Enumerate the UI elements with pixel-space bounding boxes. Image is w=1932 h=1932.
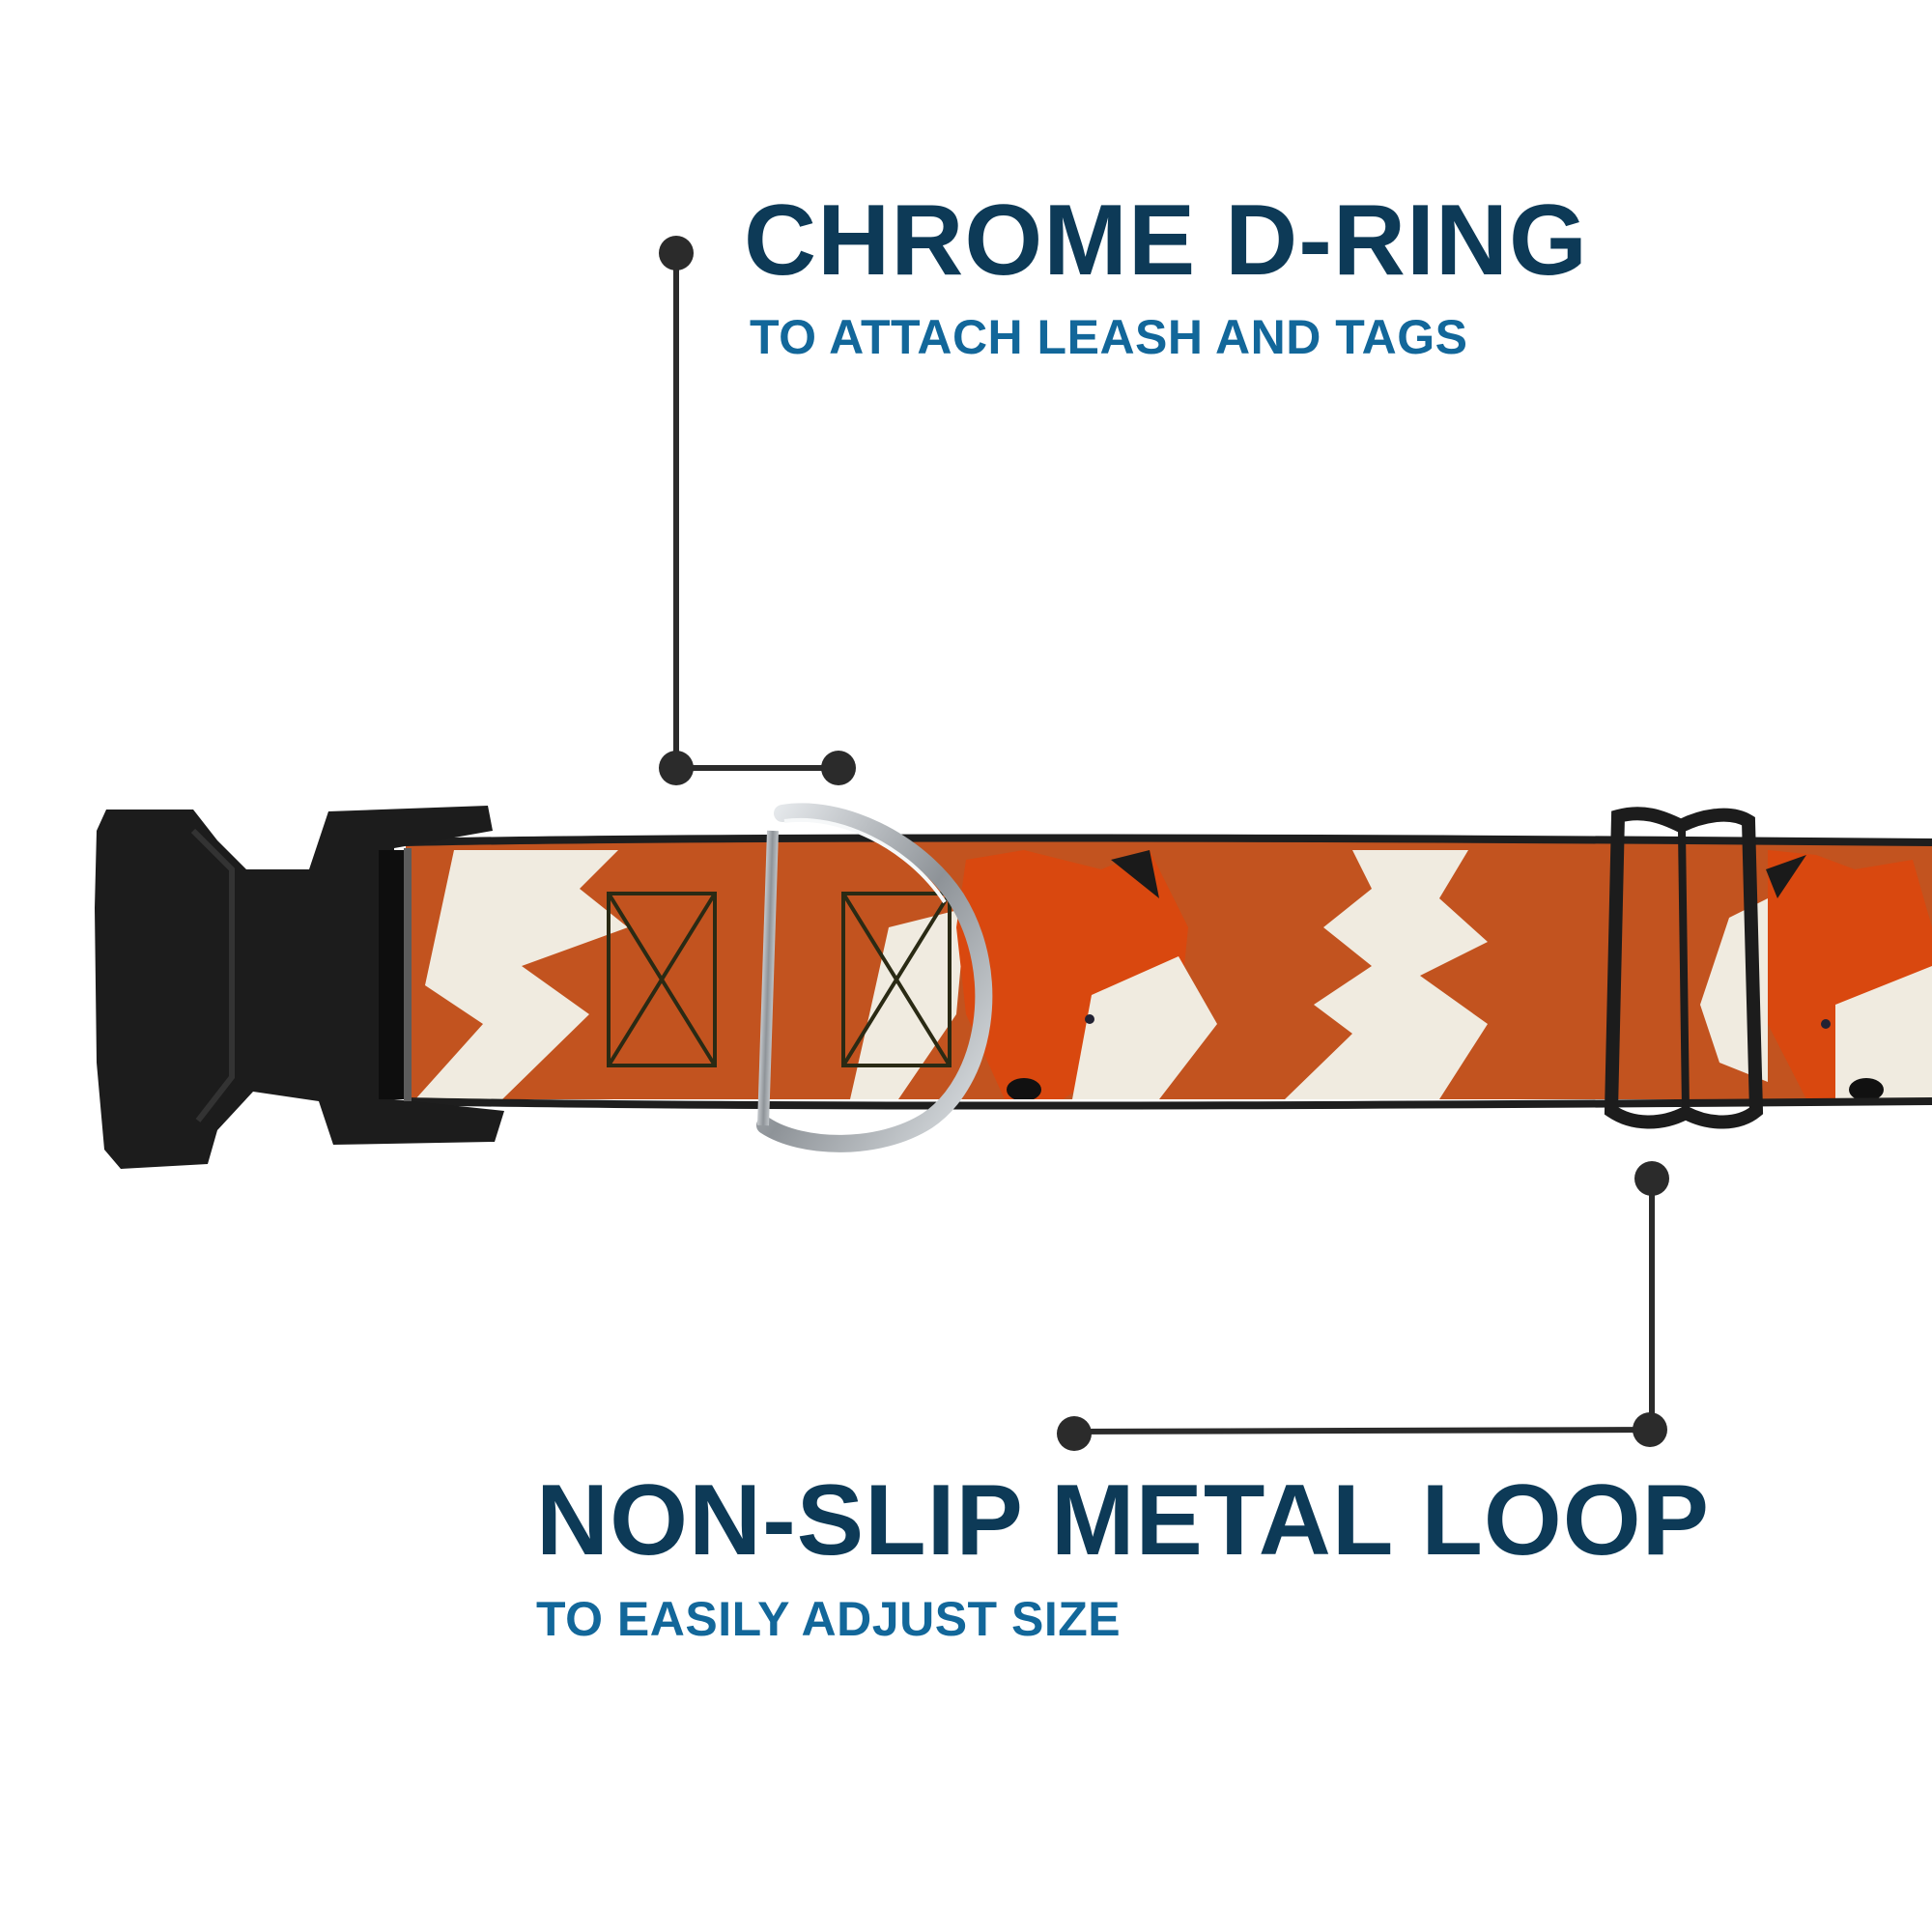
callout-dot-icon xyxy=(821,751,856,785)
buckle-icon xyxy=(95,806,504,1169)
dring-feature-subtitle: TO ATTACH LEASH AND TAGS xyxy=(750,310,1468,364)
dring-callout xyxy=(659,236,856,785)
slide-loop-icon xyxy=(1604,807,1764,1129)
dring-feature-title: CHROME D-RING xyxy=(744,185,1588,297)
fox-pattern xyxy=(415,850,1932,1099)
callout-dot-icon xyxy=(659,236,694,270)
callout-dot-icon xyxy=(659,751,694,785)
d-ring-icon xyxy=(756,803,993,1152)
loop-feature-subtitle: TO EASILY ADJUST SIZE xyxy=(536,1592,1122,1646)
callout-dot-icon xyxy=(1057,1416,1092,1451)
fox-face-icon xyxy=(956,850,1217,1099)
loop-feature-title: NON-SLIP METAL LOOP xyxy=(536,1464,1711,1577)
callout-dot-icon xyxy=(1633,1412,1667,1447)
box-stitching xyxy=(607,892,952,1067)
collar-strap xyxy=(405,834,1932,1110)
fox-face-icon xyxy=(1766,850,1932,1099)
loop-callout xyxy=(1057,1161,1669,1451)
callout-dot-icon xyxy=(1634,1161,1669,1196)
